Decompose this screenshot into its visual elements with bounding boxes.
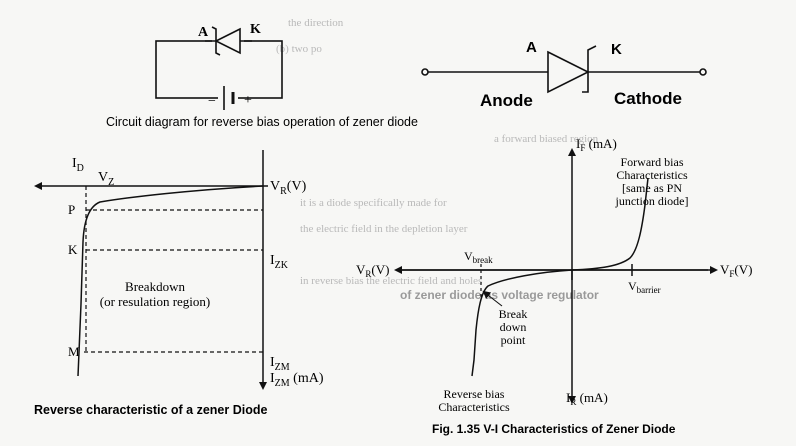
symbol-cathode-letter: K xyxy=(611,41,622,58)
bleed-line: (b) two po xyxy=(276,43,322,55)
breakpoint-note-line2: down xyxy=(500,320,527,334)
zener-diode-triangle xyxy=(214,27,241,55)
vr-axis-label: VR(V) xyxy=(270,179,307,197)
forward-note-line3: [same as PN xyxy=(622,181,682,195)
vbarrier-label: Vbarrier xyxy=(628,279,661,295)
id-axis-label: ID xyxy=(72,156,84,174)
vi-char-caption: Fig. 1.35 V-I Characteristics of Zener D… xyxy=(432,422,676,436)
forward-curve xyxy=(571,177,649,271)
point-m-label: M xyxy=(68,344,80,359)
reverse-vi-curve xyxy=(471,269,573,377)
breakpoint-note-line1: Break xyxy=(499,307,528,321)
zener-diode-bar xyxy=(211,26,221,56)
symbol-anode-letter: A xyxy=(526,39,537,56)
point-p-label: P xyxy=(68,202,75,217)
vf-axis-label: VF(V) xyxy=(720,262,752,279)
bleed-line: a forward biased region xyxy=(494,133,599,145)
reverse-characteristic-graph xyxy=(34,150,268,390)
circuit-anode-label: A xyxy=(198,25,209,40)
zener-symbol xyxy=(421,45,707,94)
reverse-char-caption: Reverse characteristic of a zener Diode xyxy=(34,403,267,417)
circuit-caption: Circuit diagram for reverse bias operati… xyxy=(106,115,418,129)
bleed-through-text: the direction (b) two po a forward biase… xyxy=(276,17,599,302)
cathode-terminal xyxy=(699,68,707,76)
symbol-cathode-word: Cathode xyxy=(614,89,682,108)
breakdown-label-line2: (or resulation region) xyxy=(100,294,210,309)
bleed-line: it is a diode specifically made for xyxy=(300,197,447,209)
reverse-note-line1: Reverse bias xyxy=(444,387,505,401)
reverse-bias-circuit xyxy=(155,26,283,110)
anode-terminal xyxy=(421,68,429,76)
symbol-anode-word: Anode xyxy=(480,91,533,110)
breakpoint-note-line3: point xyxy=(501,333,526,347)
vbreak-label: Vbreak xyxy=(464,249,493,265)
reverse-curve xyxy=(77,185,264,377)
battery-minus-label: − xyxy=(208,94,216,109)
bleed-line: the electric field in the depletion laye… xyxy=(300,223,468,235)
bleed-line: of zener diode as voltage regulator xyxy=(400,288,599,302)
vz-label: VZ xyxy=(98,170,114,188)
bleed-line: the direction xyxy=(288,17,344,29)
symbol-zener-bar xyxy=(582,45,597,93)
izm-axis-label: IZM (mA) xyxy=(270,371,324,389)
circuit-cathode-label: K xyxy=(250,22,261,37)
forward-note-line4: junction diode] xyxy=(615,194,689,208)
izm-label: IZM xyxy=(270,355,290,373)
ir-axis-label: IR (mA) xyxy=(566,390,608,407)
battery-plus-label: + xyxy=(244,93,252,108)
vr-vi-axis-label: VR(V) xyxy=(356,262,389,279)
reverse-note-line2: Characteristics xyxy=(438,400,510,414)
if-axis-label: IF (mA) xyxy=(576,136,617,153)
point-k-label: K xyxy=(68,242,78,257)
symbol-diode-triangle xyxy=(547,50,590,94)
breakpoint-pointer xyxy=(482,290,503,307)
forward-note-line2: Characteristics xyxy=(616,168,688,182)
forward-note-line1: Forward bias xyxy=(621,155,684,169)
vi-characteristic-graph xyxy=(394,148,718,404)
bleed-line: in reverse bias the electric field and h… xyxy=(300,275,482,287)
izk-label: IZK xyxy=(270,253,289,271)
breakdown-label-line1: Breakdown xyxy=(125,279,185,294)
